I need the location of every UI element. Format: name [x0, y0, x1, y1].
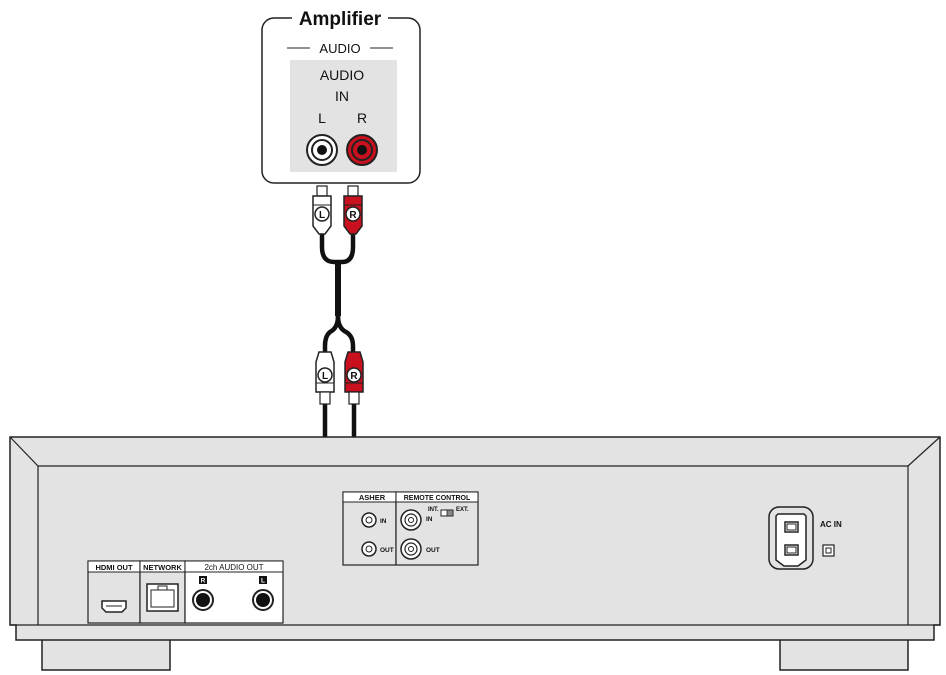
int-ext-switch	[440, 509, 454, 517]
ethernet-port	[146, 583, 179, 612]
audio-out-label: 2ch AUDIO OUT	[204, 563, 263, 572]
remote-ext-label: EXT.	[456, 507, 469, 513]
lower-left-plug-letter: L	[322, 371, 328, 382]
audio-out-r-label: R	[201, 578, 206, 585]
amplifier-title-mask	[292, 8, 388, 30]
amplifier: Amplifier AUDIO AUDIO IN L R	[261, 8, 421, 184]
audio-group-label: AUDIO	[319, 41, 360, 56]
flasher-label: ASHER	[359, 493, 386, 502]
player-top-bevel	[9, 436, 941, 467]
player-foot-left	[41, 637, 171, 671]
audio-out-l-jack	[252, 589, 274, 611]
flasher-in-jack	[361, 512, 377, 528]
player: HDMI OUT NETWORK 2ch AUDIO OUT R L	[9, 436, 941, 671]
flasher-out-label: OUT	[380, 547, 394, 554]
audio-in-left-label: L	[318, 110, 326, 126]
lower-left-plug: L	[315, 351, 335, 405]
player-foot-right	[779, 637, 909, 671]
network-label: NETWORK	[143, 563, 182, 572]
upper-right-plug: R	[343, 185, 363, 235]
ac-inlet	[768, 506, 814, 570]
amp-right-jack	[346, 134, 378, 166]
upper-right-plug-letter: R	[349, 210, 357, 221]
audio-in-label-1: AUDIO	[320, 67, 364, 83]
amp-left-jack	[306, 134, 338, 166]
remote-control-label: REMOTE CONTROL	[404, 495, 471, 502]
hdmi-out-label: HDMI OUT	[95, 563, 132, 572]
audio-out-l-label: L	[261, 578, 265, 585]
cable-wire-left-upper	[319, 232, 338, 265]
cable-wire-right-upper	[338, 232, 356, 265]
cable-wire-right-lower	[335, 315, 356, 352]
audio-in-label-2: IN	[335, 88, 349, 104]
remote-in-jack	[400, 509, 422, 531]
class-ii-symbol	[822, 544, 835, 557]
audio-out-r-jack	[192, 589, 214, 611]
remote-int-label: INT.	[428, 507, 439, 513]
upper-left-plug-letter: L	[319, 210, 325, 221]
flasher-in-label: IN	[380, 518, 387, 525]
ac-in-label: AC IN	[820, 520, 842, 529]
lower-right-plug-letter: R	[350, 371, 358, 382]
amplifier-title: Amplifier	[299, 9, 382, 30]
flasher-out-jack	[361, 541, 377, 557]
remote-out-jack	[400, 538, 422, 560]
remote-out-label: OUT	[426, 547, 440, 554]
remote-in-label: IN	[426, 516, 433, 523]
audio-in-right-label: R	[357, 110, 367, 126]
lower-right-plug: R	[344, 351, 364, 405]
upper-left-plug: L	[312, 185, 332, 235]
